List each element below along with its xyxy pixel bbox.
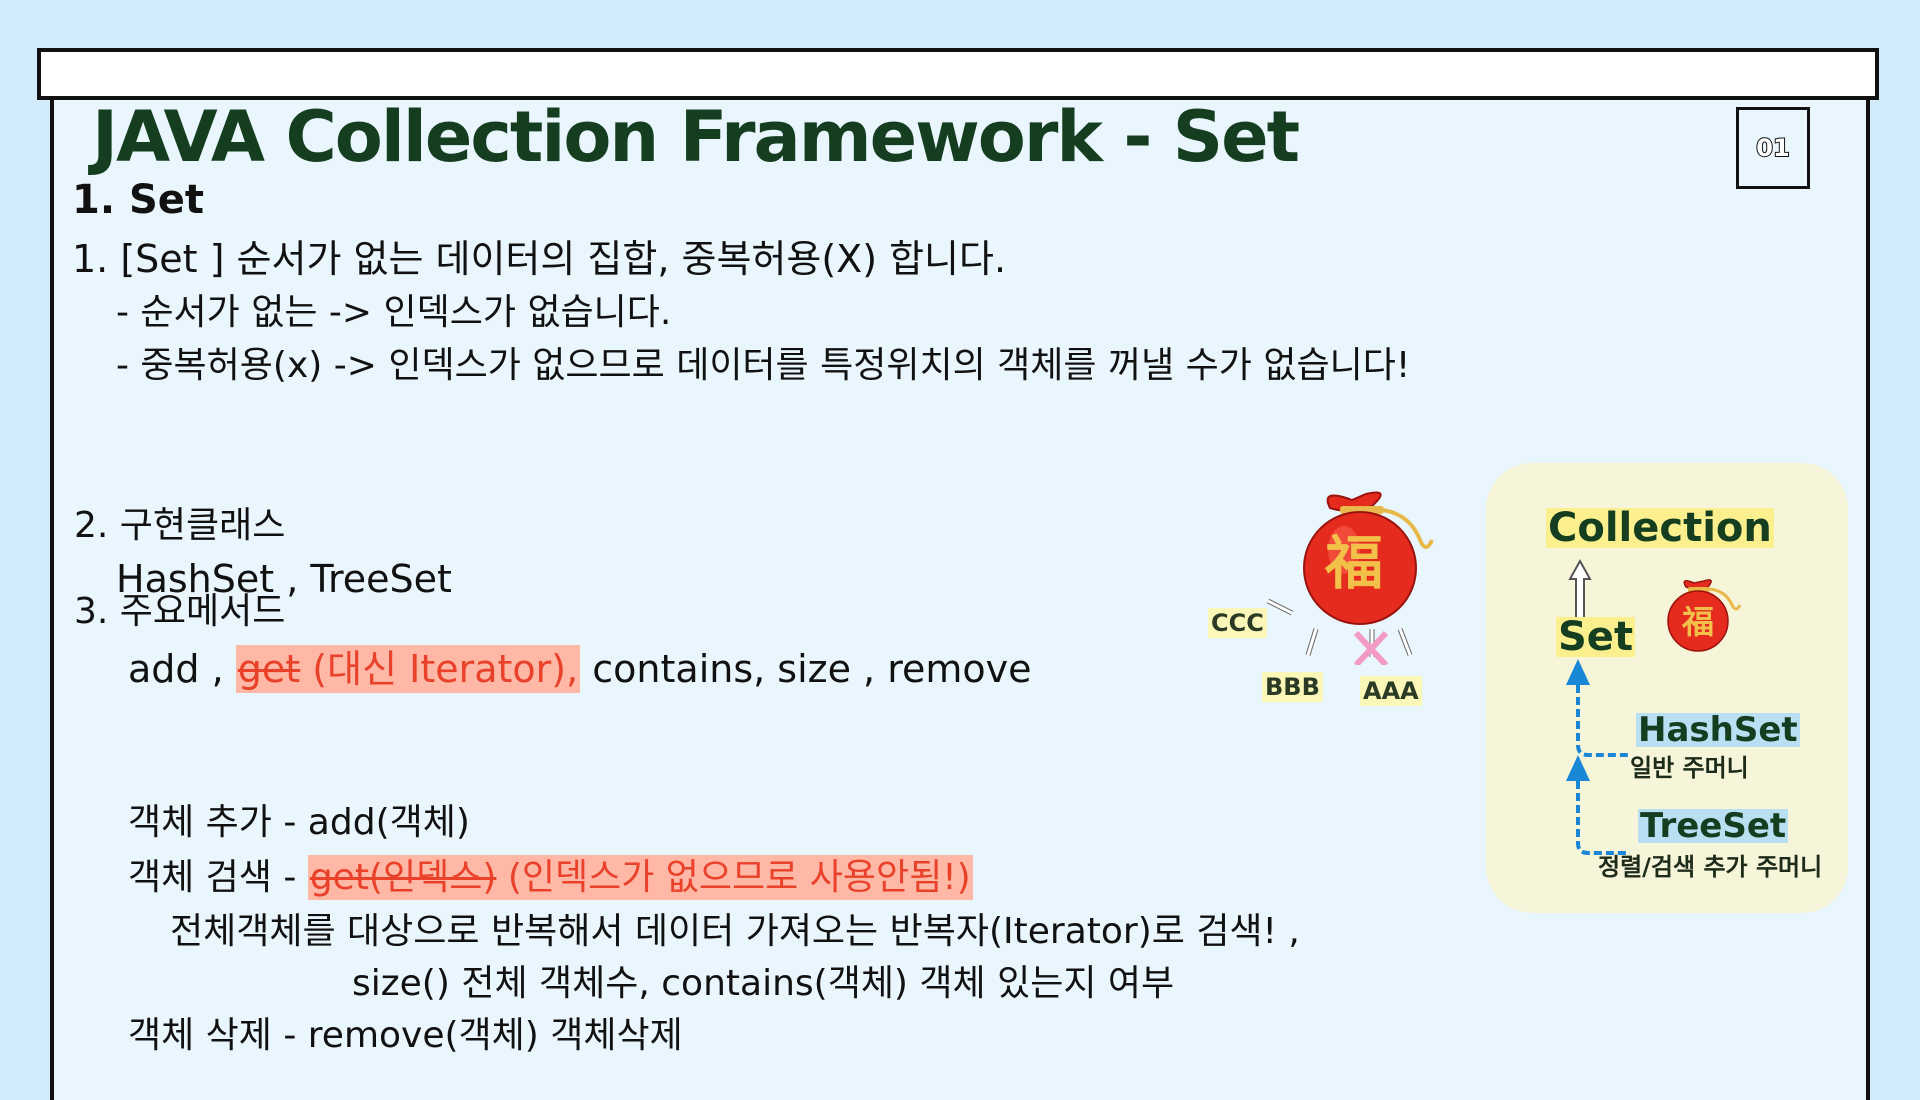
- hierarchy-panel: Collection Set 福 HashSet 일반 주머니 TreeSet …: [1486, 463, 1848, 913]
- methods-suffix: contains, size , remove: [592, 647, 1032, 691]
- section1-line2: - 순서가 없는 -> 인덱스가 없습니다.: [116, 292, 672, 333]
- op-size-contains: size() 전체 객체수, contains(객체) 객체 있는지 여부: [352, 963, 1175, 1004]
- methods-line: add , get (대신 Iterator), contains, size …: [128, 645, 1032, 693]
- op-search: 객체 검색 - get(인덱스) (인덱스가 없으므로 사용안됨!): [128, 855, 973, 900]
- section2-heading: 2. 구현클래스: [74, 505, 286, 546]
- inheritance-arrows: [1566, 659, 1630, 855]
- bag-item-ccc: CCC: [1208, 608, 1267, 638]
- hashset-description: 일반 주머니: [1630, 754, 1749, 782]
- implementation-classes: HashSet , TreeSet: [116, 557, 452, 601]
- op-add: 객체 추가 - add(객체): [128, 802, 470, 843]
- op-search-highlight: get(인덱스) (인덱스가 없으므로 사용안됨!): [307, 855, 973, 900]
- small-bag-character: 福: [1682, 603, 1715, 641]
- op-search-label: 객체 검색 -: [128, 857, 297, 898]
- bag-arrows: [1266, 598, 1413, 665]
- treeset-description: 정렬/검색 추가 주머니: [1598, 853, 1823, 881]
- set-label: Set: [1556, 614, 1636, 660]
- bag-item-bbb: BBB: [1262, 672, 1323, 702]
- op-iterator: 전체객체를 대상으로 반복해서 데이터 가져오는 반복자(Iterator)로 …: [170, 911, 1300, 952]
- small-lucky-bag-icon: [1667, 579, 1742, 652]
- section1-line3: - 중복허용(x) -> 인덱스가 없으므로 데이터를 특정위치의 객체를 꺼낼…: [116, 345, 1411, 386]
- top-bar: [37, 48, 1879, 100]
- methods-iterator-note: (대신 Iterator),: [312, 647, 579, 691]
- hashset-label: HashSet: [1636, 710, 1800, 750]
- slide-title: JAVA Collection Framework - Set: [92, 96, 1300, 178]
- bag-character: 福: [1325, 529, 1384, 597]
- op-search-struck: get(인덱스): [309, 857, 497, 898]
- op-search-note: (인덱스가 없으므로 사용안됨!): [507, 857, 971, 898]
- section1-heading: 1. Set: [72, 177, 205, 223]
- methods-get-struck: get: [237, 647, 301, 691]
- methods-prefix: add ,: [128, 647, 224, 691]
- bag-item-aaa: AAA: [1360, 676, 1422, 706]
- section3-heading: 3. 주요메서드: [74, 591, 286, 632]
- lucky-bag-illustration: [1303, 491, 1434, 625]
- page-number-box: 01: [1736, 107, 1810, 189]
- op-remove: 객체 삭제 - remove(객체) 객체삭제: [128, 1015, 683, 1056]
- treeset-label: TreeSet: [1638, 806, 1789, 846]
- methods-get-highlight: get (대신 Iterator),: [235, 645, 581, 693]
- section1-line1: 1. [Set ] 순서가 없는 데이터의 집합, 중복허용(X) 합니다.: [72, 237, 1007, 281]
- page-number: 01: [1755, 133, 1790, 163]
- collection-label: Collection: [1546, 505, 1774, 551]
